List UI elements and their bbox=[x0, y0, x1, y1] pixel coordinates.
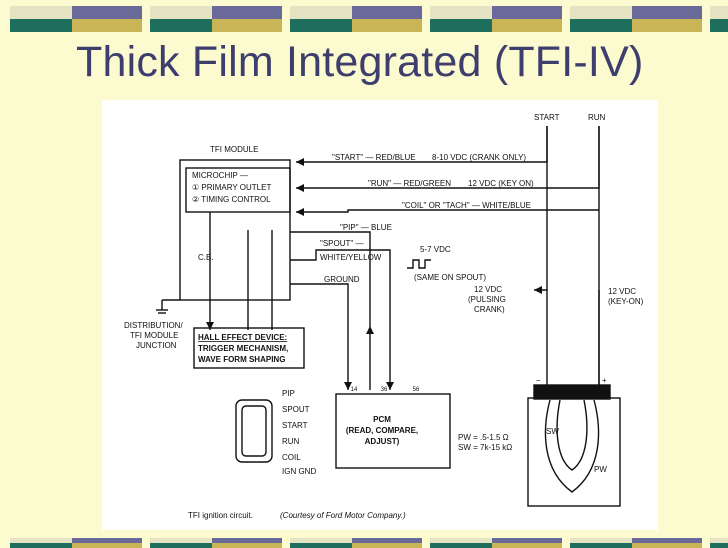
band-stripe bbox=[10, 6, 72, 19]
tfi-module-label: TFI MODULE bbox=[210, 145, 258, 154]
top-decorative-band bbox=[10, 6, 728, 32]
band-stripe bbox=[570, 19, 632, 32]
cb-label: C.B. bbox=[198, 253, 214, 262]
band-stripe bbox=[710, 538, 728, 543]
band-stripe bbox=[492, 538, 562, 543]
timing-control-label: ② TIMING CONTROL bbox=[192, 195, 271, 204]
pin-ign-gnd-label: IGN GND bbox=[282, 467, 316, 476]
band-stripe bbox=[352, 538, 422, 543]
band-stripe bbox=[72, 538, 142, 543]
band-stripe bbox=[570, 538, 632, 543]
plus-sign: + bbox=[602, 376, 607, 385]
hall-effect-line-3: WAVE FORM SHAPING bbox=[198, 355, 285, 364]
hall-effect-title: HALL EFFECT DEVICE: bbox=[198, 333, 287, 342]
pcm-title: PCM bbox=[373, 415, 391, 424]
pw-coil-label: PW bbox=[594, 465, 607, 474]
band-stripe bbox=[352, 19, 422, 32]
pcm-line-2: (READ, COMPARE, bbox=[346, 426, 418, 435]
spout-color-label: WHITE/YELLOW bbox=[320, 253, 382, 262]
band-stripe bbox=[150, 6, 212, 19]
band-stripe bbox=[290, 19, 352, 32]
pin-coil-label: COIL bbox=[282, 453, 301, 462]
band-stripe bbox=[492, 19, 562, 32]
pcm-pin-14: 14 bbox=[351, 387, 358, 393]
distribution-label-1: DISTRIBUTION/ bbox=[124, 321, 183, 330]
band-stripe bbox=[710, 6, 728, 19]
tfi-ignition-circuit-diagram: TFI MODULE MICROCHIP — ① PRIMARY OUTLET … bbox=[102, 100, 658, 530]
caption-credit: (Courtesy of Ford Motor Company.) bbox=[280, 511, 406, 520]
run-wire-label: "RUN" — RED/GREEN bbox=[368, 179, 451, 188]
keyon-label-2: (KEY-ON) bbox=[608, 297, 644, 306]
band-stripe bbox=[150, 19, 212, 32]
caption-text: TFI ignition circuit. bbox=[188, 511, 253, 520]
ground-label: GROUND bbox=[324, 275, 360, 284]
band-stripe bbox=[632, 538, 702, 543]
band-stripe bbox=[212, 19, 282, 32]
same-on-spout-label: (SAME ON SPOUT) bbox=[414, 273, 486, 282]
pulsing-label-2: (PULSING bbox=[468, 295, 506, 304]
band-stripe bbox=[150, 538, 212, 543]
band-stripe bbox=[710, 19, 728, 32]
keyon-label-1: 12 VDC bbox=[608, 287, 636, 296]
start-volts-label: 8-10 VDC (CRANK ONLY) bbox=[432, 153, 526, 162]
band-stripe bbox=[570, 6, 632, 19]
band-stripe bbox=[10, 538, 72, 543]
pulsing-label-3: CRANK) bbox=[474, 305, 505, 314]
distribution-label-2: TFI MODULE bbox=[130, 331, 178, 340]
pip-volts-label: 5-7 VDC bbox=[420, 245, 451, 254]
band-stripe bbox=[72, 19, 142, 32]
band-stripe bbox=[492, 6, 562, 19]
slide-title: Thick Film Integrated (TFI-IV) bbox=[76, 38, 644, 86]
pin-spout-label: SPOUT bbox=[282, 405, 310, 414]
pin-pip-label: PIP bbox=[282, 389, 295, 398]
pulsing-label-1: 12 VDC bbox=[474, 285, 502, 294]
bottom-decorative-band bbox=[10, 538, 728, 548]
band-stripe bbox=[632, 6, 702, 19]
band-stripe bbox=[430, 19, 492, 32]
start-terminal-label: START bbox=[534, 113, 560, 122]
run-terminal-label: RUN bbox=[588, 113, 606, 122]
pcm-pin-56: 56 bbox=[413, 387, 420, 393]
microchip-label: MICROCHIP — bbox=[192, 171, 248, 180]
run-volts-label: 12 VDC (KEY ON) bbox=[468, 179, 534, 188]
coil-wire-label: "COIL" OR "TACH" — WHITE/BLUE bbox=[402, 201, 531, 210]
band-stripe bbox=[290, 6, 352, 19]
band-stripe bbox=[72, 6, 142, 19]
distribution-label-3: JUNCTION bbox=[136, 341, 177, 350]
pcm-line-3: ADJUST) bbox=[365, 437, 400, 446]
hall-effect-line-2: TRIGGER MECHANISM, bbox=[198, 344, 288, 353]
pin-start-label: START bbox=[282, 421, 308, 430]
band-stripe bbox=[290, 538, 352, 543]
pin-run-label: RUN bbox=[282, 437, 300, 446]
spout-wire-label: "SPOUT" — bbox=[320, 239, 363, 248]
sw-spec-label: SW = 7k-15 kΩ bbox=[458, 443, 512, 452]
band-stripe bbox=[10, 19, 72, 32]
band-stripe bbox=[212, 6, 282, 19]
primary-outlet-label: ① PRIMARY OUTLET bbox=[192, 183, 271, 192]
band-stripe bbox=[352, 6, 422, 19]
band-stripe bbox=[632, 19, 702, 32]
minus-sign: − bbox=[536, 376, 541, 385]
band-stripe bbox=[430, 538, 492, 543]
band-stripe bbox=[212, 538, 282, 543]
pw-spec-label: PW = .5-1.5 Ω bbox=[458, 433, 509, 442]
start-wire-label: "START" — RED/BLUE bbox=[332, 153, 416, 162]
band-stripe bbox=[430, 6, 492, 19]
pcm-pin-36: 36 bbox=[381, 387, 388, 393]
sw-coil-label: SW bbox=[546, 427, 559, 436]
pip-wire-label: "PIP" — BLUE bbox=[340, 223, 392, 232]
